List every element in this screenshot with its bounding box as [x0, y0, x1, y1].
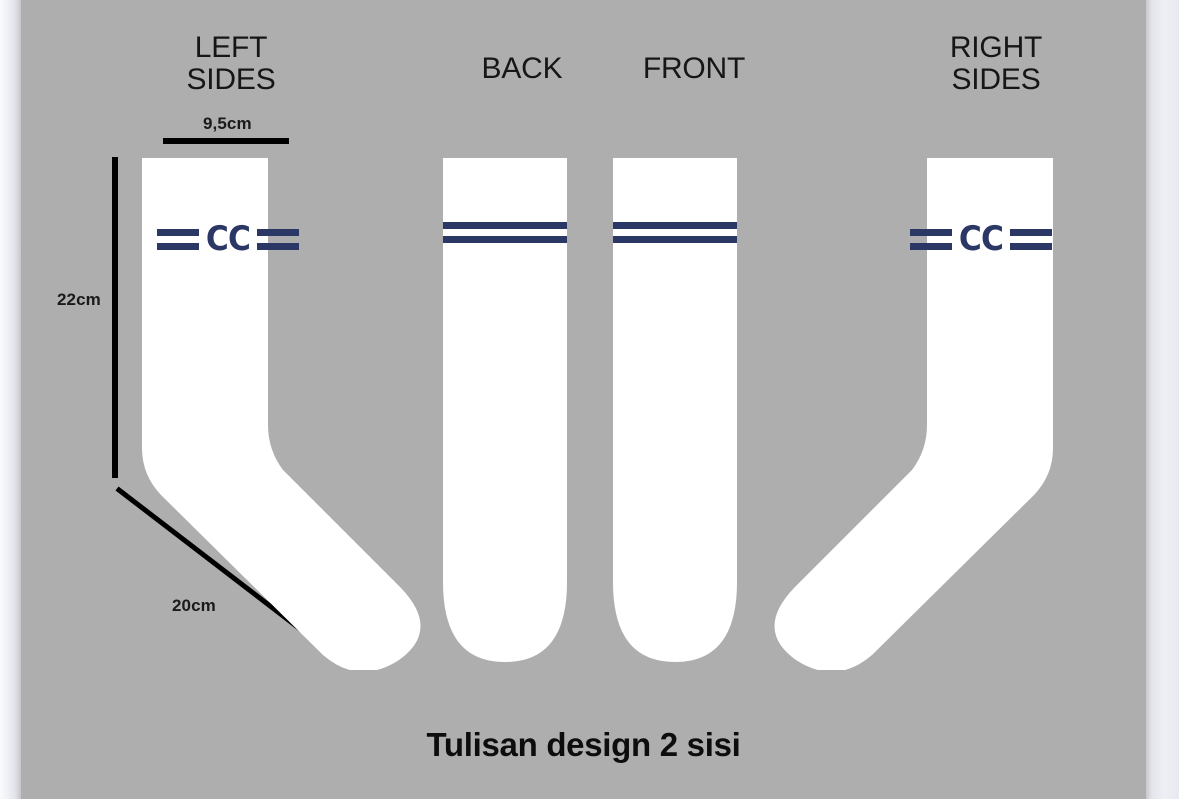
page-edge-right — [1146, 0, 1179, 799]
view-label-left-sides: LEFT SIDES — [186, 31, 276, 97]
sock-illustration-front — [610, 150, 760, 670]
stripe — [613, 222, 737, 229]
brand-wordmark-left: CC — [205, 219, 251, 259]
sock-back-shape — [443, 158, 567, 662]
stripe — [613, 236, 737, 243]
sock-illustration-right-sides — [754, 150, 1064, 670]
stripe — [157, 228, 200, 236]
sock-logo-band-left-sides: CC — [153, 216, 303, 262]
sock-front-shape — [613, 158, 737, 662]
sock-illustration-back — [440, 150, 590, 670]
stripe-group-left-inner — [256, 228, 299, 250]
stripe — [256, 228, 299, 236]
stripe — [443, 222, 567, 229]
brand-wordmark-right: CC — [958, 219, 1004, 259]
stripe — [1009, 228, 1052, 236]
view-label-back: BACK — [481, 52, 563, 85]
stripe — [1009, 242, 1052, 250]
dimension-foot-length-label: 20cm — [172, 596, 216, 615]
dimension-height-label: 22cm — [57, 290, 101, 309]
stripe — [443, 236, 567, 243]
sock-left-shape — [142, 158, 421, 670]
stripe — [256, 242, 299, 250]
design-caption: Tulisan design 2 sisi — [426, 726, 741, 763]
sock-illustration-left-sides — [131, 150, 441, 670]
dimension-width-rule — [163, 138, 289, 144]
design-artboard: LEFT SIDES BACK FRONT RIGHT SIDES 9,5cm … — [21, 0, 1146, 799]
page-edge-left — [0, 0, 21, 799]
dimension-width-label: 9,5cm — [203, 114, 252, 133]
stripe — [910, 228, 953, 236]
stripe-band-front — [613, 222, 737, 243]
stripe-group-right-outer — [1009, 228, 1052, 250]
stripe-band-back — [443, 222, 567, 243]
dimension-height-rule — [112, 157, 118, 478]
stripe-group-right-inner — [910, 228, 953, 250]
sock-right-shape — [774, 158, 1053, 670]
stripe — [157, 242, 200, 250]
sock-logo-band-right-sides: CC — [906, 216, 1056, 262]
view-label-right-sides: RIGHT SIDES — [949, 31, 1043, 97]
view-label-front: FRONT — [642, 52, 746, 85]
stripe-group-left-outer — [157, 228, 200, 250]
stripe — [910, 242, 953, 250]
